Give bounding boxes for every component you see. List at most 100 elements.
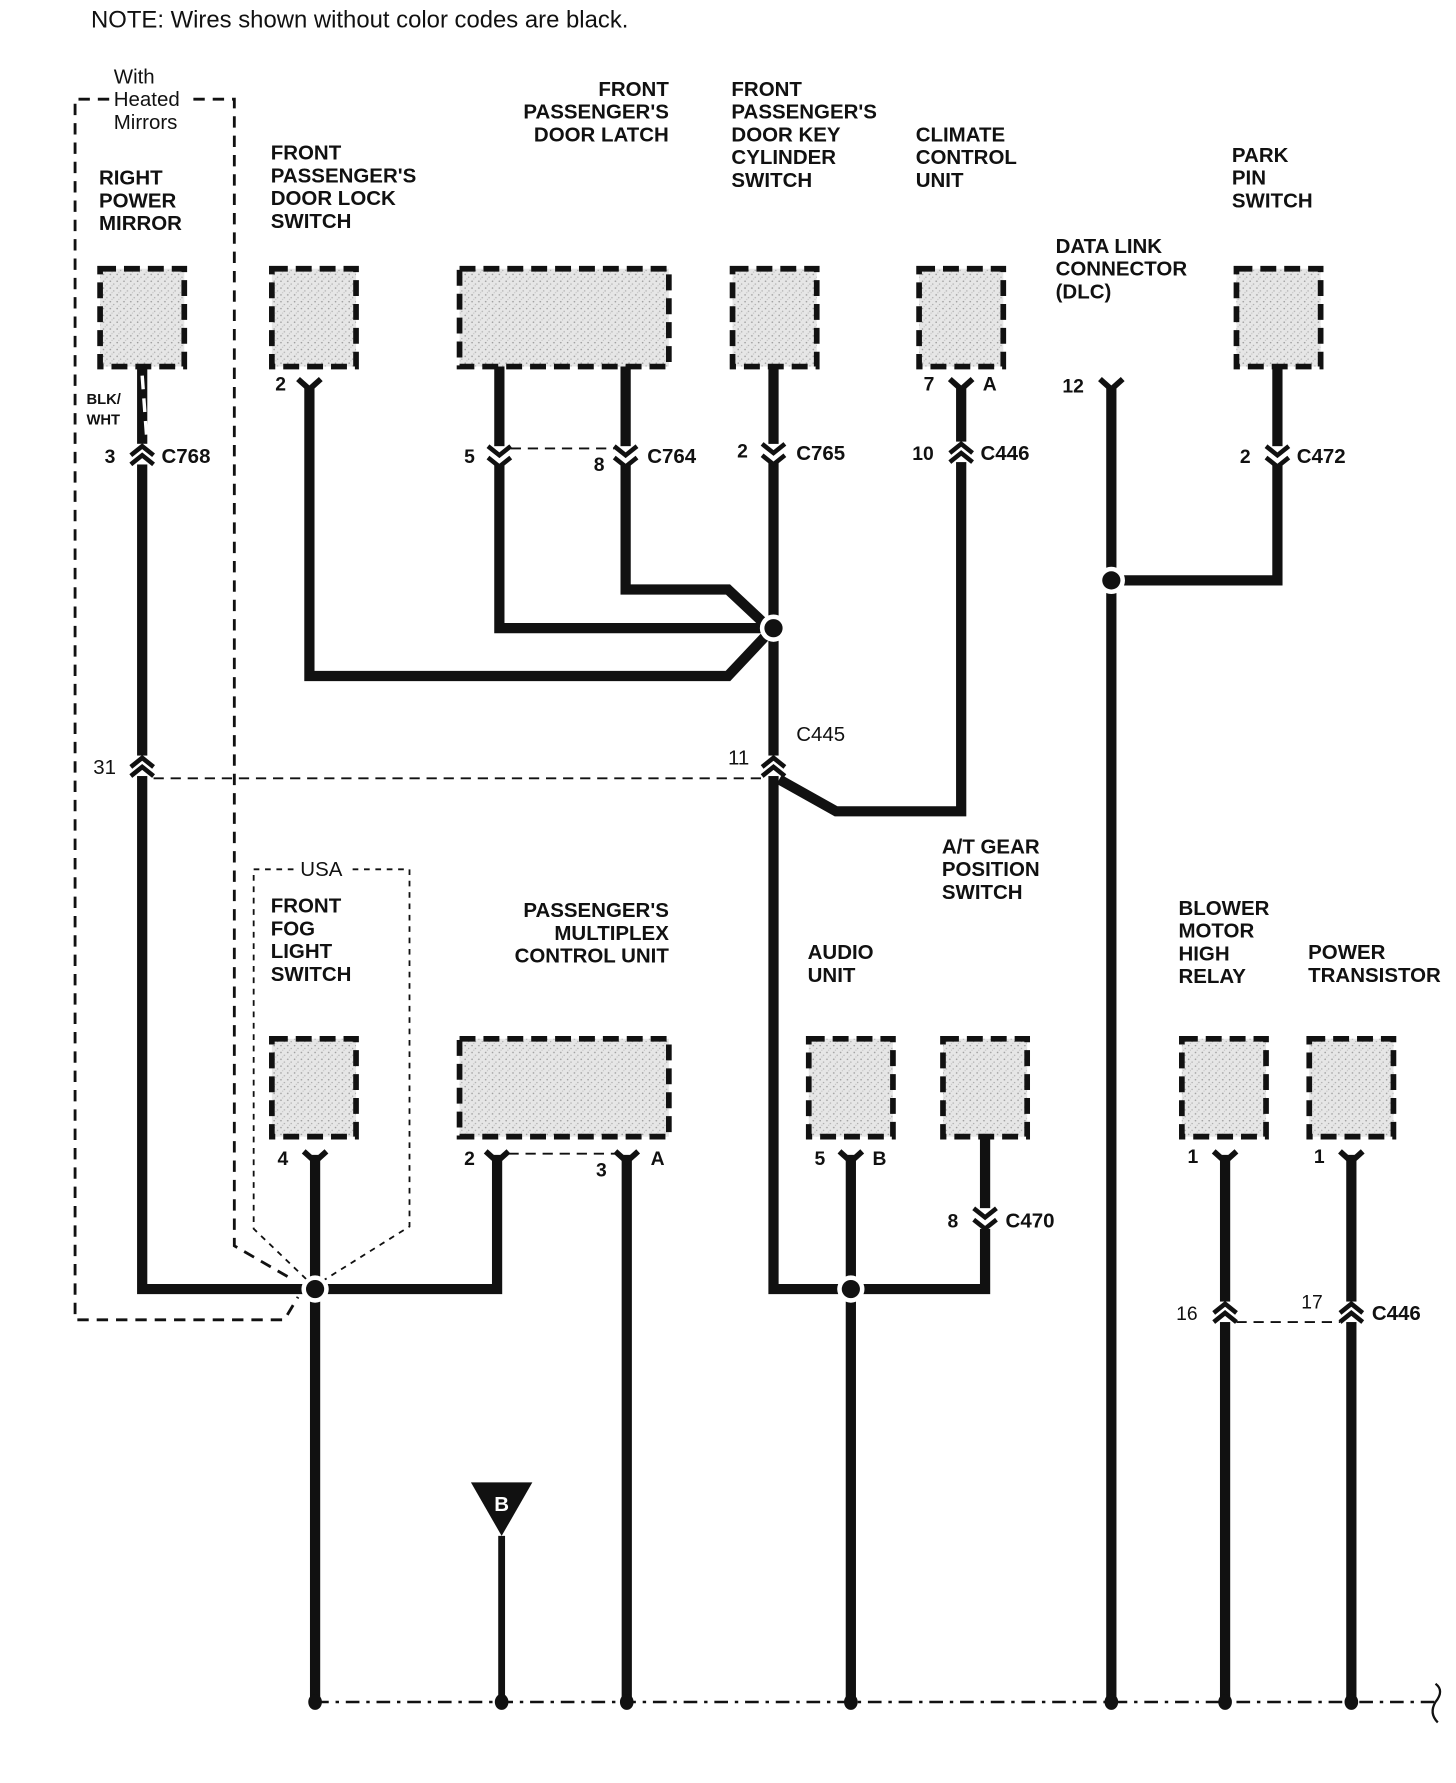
- ground-ref-b-label: B: [494, 1493, 509, 1516]
- c764-pin-8: 8: [594, 455, 605, 476]
- data-link-connector[interactable]: DATA LINK CONNECTOR (DLC): [1056, 235, 1188, 303]
- climate-conn: A: [983, 374, 997, 395]
- ground-point: [619, 1694, 634, 1710]
- park-pin-label-1: PARK: [1232, 144, 1289, 167]
- usa-label: USA: [300, 858, 342, 881]
- c470-label: C470: [1006, 1210, 1055, 1233]
- transistor-label-2: TRANSISTOR: [1308, 964, 1441, 987]
- climate-label-3: UNIT: [916, 169, 964, 192]
- terminal-audio: 5 B: [814, 1149, 886, 1170]
- heated-mirrors-line2: Heated: [114, 88, 180, 111]
- door-key-cylinder-switch[interactable]: FRONT PASSENGER'S DOOR KEY CYLINDER SWIT…: [729, 78, 877, 370]
- right-power-mirror-label-3: MIRROR: [99, 212, 182, 235]
- fog-label-4: SWITCH: [271, 963, 352, 986]
- connector-c470: 8 C470: [948, 1206, 1055, 1233]
- key-cylinder-box[interactable]: [729, 265, 820, 370]
- fog-pin: 4: [278, 1149, 289, 1170]
- blower-box[interactable]: [1179, 1035, 1269, 1140]
- right-power-mirror-box[interactable]: [97, 265, 188, 370]
- transistor-box[interactable]: [1306, 1035, 1397, 1140]
- wire-park-pin: [1111, 366, 1283, 586]
- at-gear-label-2: POSITION: [942, 858, 1040, 881]
- terminal-fog: 4: [278, 1149, 329, 1170]
- mux-box[interactable]: [456, 1035, 672, 1140]
- c764-pin-5: 5: [464, 447, 475, 468]
- at-gear-position-switch[interactable]: A/T GEAR POSITION SWITCH: [940, 835, 1040, 1140]
- door-lock-switch-box[interactable]: [269, 265, 359, 370]
- door-lock-pin: 2: [275, 374, 286, 395]
- at-gear-label-1: A/T GEAR: [942, 835, 1040, 858]
- c768-pin: 3: [105, 447, 116, 468]
- power-transistor[interactable]: POWER TRANSISTOR: [1306, 941, 1441, 1140]
- wire-door-lock: [304, 387, 769, 682]
- terminal-mux: 2 3 A: [464, 1149, 665, 1181]
- blower-label-1: BLOWER: [1178, 897, 1269, 920]
- blower-label-4: RELAY: [1178, 965, 1246, 988]
- c446-top-label: C446: [981, 442, 1030, 465]
- right-power-mirror-label-1: RIGHT: [99, 167, 163, 190]
- climate-control-unit[interactable]: CLIMATE CONTROL UNIT: [916, 123, 1017, 370]
- ground-point: [844, 1694, 858, 1710]
- wire-climate: [776, 387, 967, 817]
- c768-label: C768: [162, 445, 211, 468]
- ground-bus: [308, 1682, 1442, 1724]
- dlc-label-3: (DLC): [1056, 280, 1112, 303]
- usa-option-box: USA: [252, 858, 411, 1281]
- heated-mirrors-option-box: With Heated Mirrors: [73, 65, 300, 1322]
- audio-conn: B: [872, 1149, 886, 1170]
- door-lock-switch-label-2: PASSENGER'S: [271, 164, 417, 187]
- dlc-label-2: CONNECTOR: [1056, 258, 1188, 281]
- ground-point: [1104, 1694, 1119, 1710]
- mux-pin-3: 3: [596, 1160, 607, 1181]
- climate-box[interactable]: [916, 265, 1007, 370]
- door-latch-label-2: PASSENGER'S: [523, 101, 669, 124]
- terminal-climate: 7 A: [924, 374, 997, 395]
- audio-label-1: AUDIO: [808, 941, 874, 964]
- splice-dlc: [1097, 566, 1125, 595]
- c445-pin-11: 11: [728, 747, 749, 770]
- note-text: NOTE: Wires shown without color codes ar…: [91, 7, 628, 34]
- splice-audio: [837, 1275, 865, 1303]
- c765-pin: 2: [737, 442, 748, 463]
- connector-c446-top: 10 C446: [912, 440, 1030, 465]
- at-gear-box[interactable]: [940, 1035, 1031, 1140]
- at-gear-label-3: SWITCH: [942, 881, 1023, 904]
- c765-label: C765: [796, 442, 845, 465]
- wire-key-cylinder: [768, 366, 991, 1295]
- door-lock-switch[interactable]: FRONT PASSENGER'S DOOR LOCK SWITCH: [269, 142, 417, 370]
- fog-label-3: LIGHT: [271, 940, 333, 963]
- heated-mirrors-line3: Mirrors: [114, 111, 178, 134]
- c472-pin: 2: [1240, 447, 1251, 468]
- door-lock-switch-label-4: SWITCH: [271, 210, 352, 233]
- blower-pin: 1: [1188, 1147, 1199, 1168]
- c446-bottom-label: C446: [1372, 1302, 1421, 1325]
- fog-label-2: FOG: [271, 917, 315, 940]
- c470-pin: 8: [948, 1212, 959, 1233]
- door-latch-box[interactable]: [456, 265, 672, 370]
- heated-mirrors-line1: With: [114, 65, 155, 88]
- blower-motor-high-relay[interactable]: BLOWER MOTOR HIGH RELAY: [1178, 897, 1270, 1140]
- door-latch[interactable]: FRONT PASSENGER'S DOOR LATCH: [456, 78, 672, 370]
- audio-box[interactable]: [805, 1035, 896, 1140]
- blower-label-2: MOTOR: [1178, 920, 1254, 943]
- audio-unit[interactable]: AUDIO UNIT: [805, 941, 896, 1140]
- fog-box[interactable]: [269, 1035, 359, 1140]
- c445-pin-31: 31: [93, 756, 116, 779]
- key-cylinder-label-3: DOOR KEY: [731, 123, 841, 146]
- climate-pin: 7: [924, 374, 935, 395]
- multiplex-control-unit[interactable]: PASSENGER'S MULTIPLEX CONTROL UNIT: [456, 899, 672, 1140]
- fog-label-1: FRONT: [271, 895, 342, 918]
- c446-bottom-pin-17: 17: [1301, 1292, 1323, 1313]
- right-power-mirror[interactable]: RIGHT POWER MIRROR: [97, 167, 188, 370]
- park-pin-switch[interactable]: PARK PIN SWITCH: [1232, 144, 1324, 370]
- wire-latch-8: [620, 366, 768, 628]
- wire-color-line2: WHT: [86, 413, 120, 429]
- park-pin-box[interactable]: [1233, 265, 1324, 370]
- front-fog-light-switch[interactable]: FRONT FOG LIGHT SWITCH: [269, 895, 359, 1140]
- blower-label-3: HIGH: [1178, 942, 1229, 965]
- key-cylinder-label-2: PASSENGER'S: [731, 101, 877, 124]
- connector-c446-bottom: 16 17 C446: [1176, 1292, 1421, 1324]
- key-cylinder-label-5: SWITCH: [731, 169, 812, 192]
- connector-c768: 3 C768: [105, 443, 211, 468]
- connector-c765: 2 C765: [737, 442, 845, 468]
